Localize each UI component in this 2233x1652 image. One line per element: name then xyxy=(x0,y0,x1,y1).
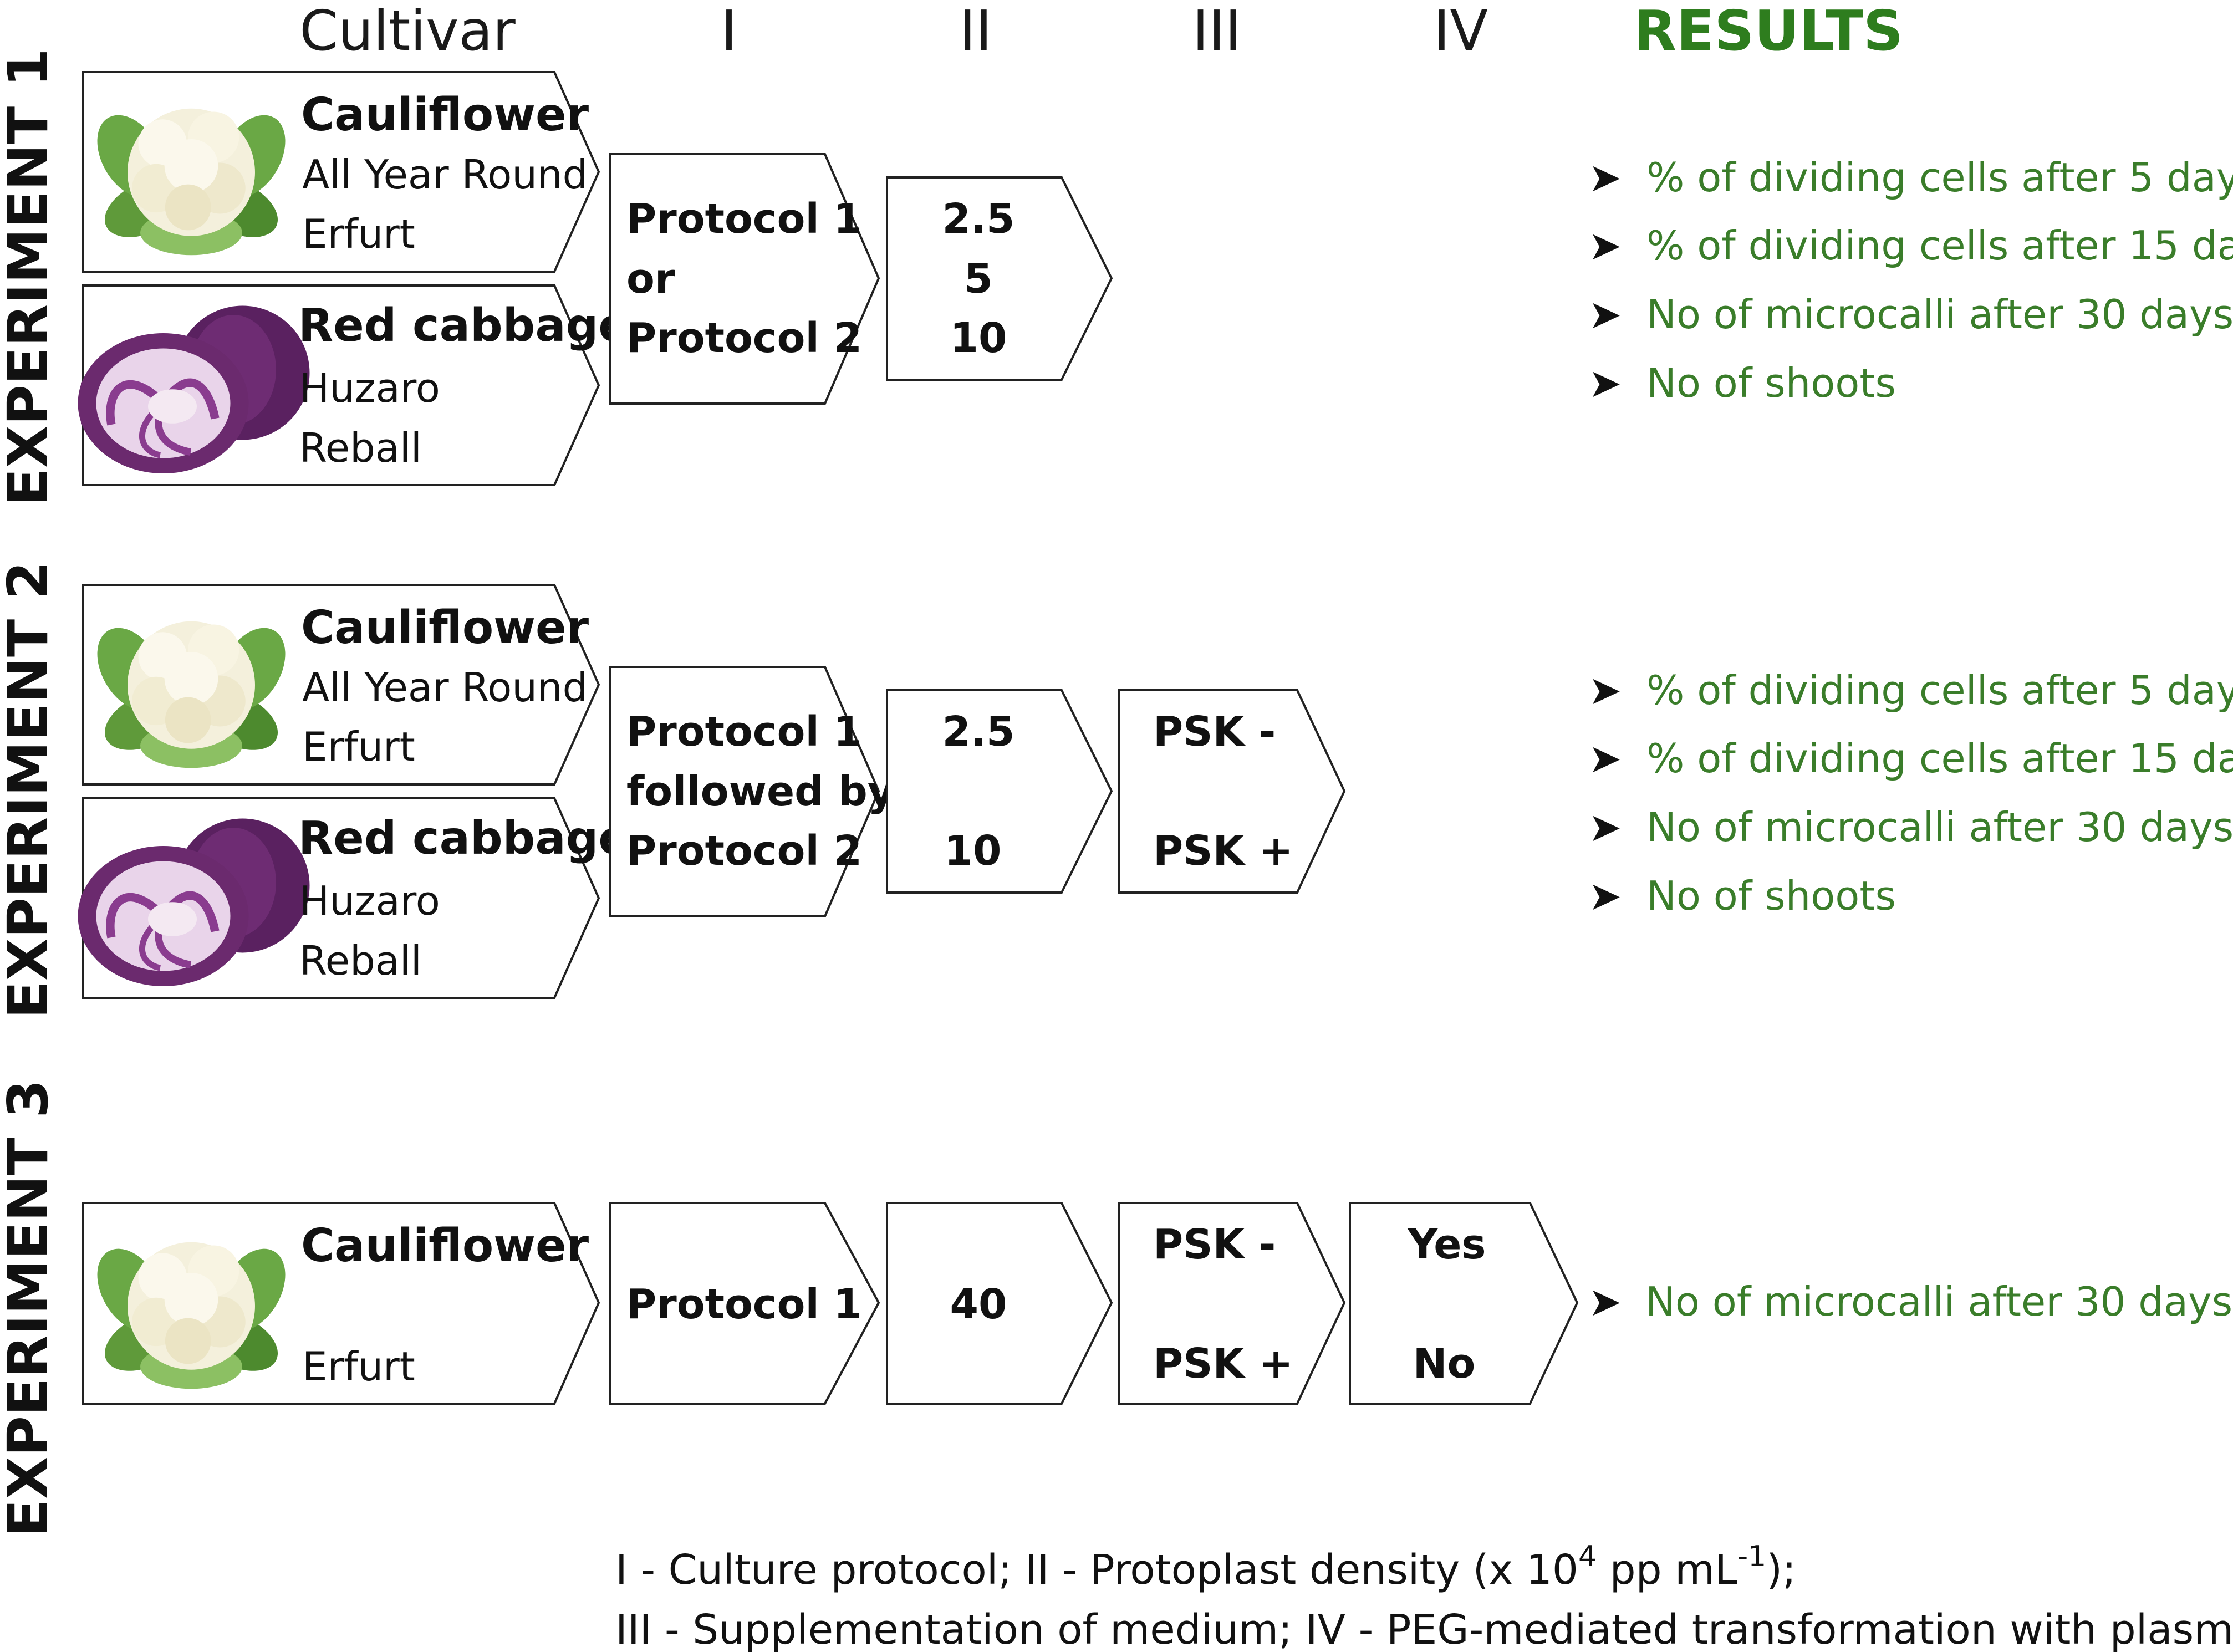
results-list: ➤ % of dividing cells after 5 days ➤ % o… xyxy=(1588,154,2233,406)
supplement-value: PSK - xyxy=(1153,1221,1276,1268)
legend-caption: I - Culture protocol; II - Protoplast de… xyxy=(615,1540,2233,1652)
transformation-value: No xyxy=(1413,1340,1476,1388)
cultivar-box-red-cabbage: Red cabbage Huzaro Reball xyxy=(78,284,629,486)
crop-name: Cauliflower xyxy=(301,89,589,141)
arrow-icon: ➤ xyxy=(1588,360,1622,406)
result-item: No of shoots xyxy=(1646,360,1896,406)
experiment-2: EXPERIMENT 2 Cauliflower All Year Round … xyxy=(0,561,2233,1018)
density-value: 2.5 xyxy=(942,195,1014,243)
cauliflower-image xyxy=(83,1237,299,1389)
results-list: ➤ % of dividing cells after 5 days ➤ % o… xyxy=(1588,667,2233,919)
caption-line-2: III - Supplementation of medium; IV - PE… xyxy=(615,1606,2233,1652)
step-1-line: Protocol 1 xyxy=(626,708,862,756)
result-item: % of dividing cells after 5 days xyxy=(1646,667,2233,713)
step-1-line: Protocol 1 xyxy=(626,1281,862,1328)
supplement-value: PSK - xyxy=(1153,708,1276,756)
arrow-icon: ➤ xyxy=(1588,873,1622,919)
crop-name: Red cabbage xyxy=(298,812,629,865)
arrow-icon: ➤ xyxy=(1588,804,1622,850)
experiment-3-label: EXPERIMENT 3 xyxy=(0,1079,60,1537)
result-item: % of dividing cells after 15 days xyxy=(1646,222,2233,269)
supplement-value: PSK + xyxy=(1153,1340,1293,1388)
result-item: No of shoots xyxy=(1646,873,1896,919)
density-value: 2.5 xyxy=(942,708,1014,756)
step-4-box: Yes No xyxy=(1349,1202,1579,1405)
variety-label: Erfurt xyxy=(302,211,415,257)
step-1-line: Protocol 1 xyxy=(626,195,862,243)
density-value: 40 xyxy=(950,1281,1007,1328)
result-item: % of dividing cells after 15 days xyxy=(1646,735,2233,782)
step-1-line: followed by xyxy=(626,768,894,815)
crop-name: Cauliflower xyxy=(301,601,589,654)
experiment-2-label: EXPERIMENT 2 xyxy=(0,561,60,1018)
cultivar-box-cauliflower: Cauliflower All Year Round Erfurt xyxy=(82,584,600,786)
column-headers: Cultivar I II III IV RESULTS xyxy=(299,0,1903,63)
header-results: RESULTS xyxy=(1634,0,1903,63)
cultivar-box-red-cabbage: Red cabbage Huzaro Reball xyxy=(78,797,629,999)
cultivar-box-cauliflower: Cauliflower All Year Round Erfurt xyxy=(82,71,600,273)
header-col-4: IV xyxy=(1434,0,1488,63)
caption-line-1: I - Culture protocol; II - Protoplast de… xyxy=(615,1540,1796,1594)
step-2-box: 2.5 10 xyxy=(886,689,1113,894)
arrow-icon: ➤ xyxy=(1588,1278,1622,1325)
variety-label: Huzaro xyxy=(299,878,440,924)
variety-label: All Year Round xyxy=(302,664,588,711)
variety-label: Erfurt xyxy=(302,723,415,770)
step-3-box: PSK - PSK + xyxy=(1118,689,1346,894)
step-1-line: Protocol 2 xyxy=(626,827,862,875)
step-3-box: PSK - PSK + xyxy=(1118,1202,1346,1405)
header-col-3: III xyxy=(1192,0,1241,63)
cultivar-box-cauliflower: Cauliflower Erfurt xyxy=(82,1202,600,1405)
result-item: No of microcalli after 30 days xyxy=(1646,291,2233,338)
crop-name: Red cabbage xyxy=(298,299,629,352)
experiment-1: EXPERIMENT 1 Cauliflower All Year Round … xyxy=(0,48,2233,506)
results-list: ➤ No of microcalli after 30 days xyxy=(1588,1278,2232,1325)
step-2-box: 2.5 5 10 xyxy=(886,176,1113,381)
transformation-value: Yes xyxy=(1407,1221,1486,1268)
density-value: 5 xyxy=(964,255,993,303)
step-1-box: Protocol 1 followed by Protocol 2 xyxy=(609,666,894,917)
step-2-box: 40 xyxy=(886,1202,1113,1405)
header-cultivar: Cultivar xyxy=(299,0,516,63)
header-col-1: I xyxy=(721,0,737,63)
arrow-icon: ➤ xyxy=(1588,154,1622,201)
result-item: % of dividing cells after 5 days xyxy=(1646,154,2233,201)
variety-label: Reball xyxy=(299,425,422,471)
arrow-icon: ➤ xyxy=(1588,667,1622,713)
step-1-line: Protocol 2 xyxy=(626,314,862,362)
variety-label: All Year Round xyxy=(302,151,588,198)
step-1-line: or xyxy=(626,255,675,303)
experiment-3: EXPERIMENT 3 Cauliflower Erfurt Protocol… xyxy=(0,1079,2232,1537)
variety-label: Huzaro xyxy=(299,365,440,411)
cauliflower-image xyxy=(83,616,299,768)
step-1-box: Protocol 1 or Protocol 2 xyxy=(609,153,880,405)
crop-name: Cauliflower xyxy=(301,1220,589,1272)
result-item: No of microcalli after 30 days xyxy=(1645,1278,2232,1325)
step-1-box: Protocol 1 xyxy=(609,1202,880,1405)
supplement-value: PSK + xyxy=(1153,827,1293,875)
density-value: 10 xyxy=(950,314,1007,362)
arrow-icon: ➤ xyxy=(1588,735,1622,782)
result-item: No of microcalli after 30 days xyxy=(1646,804,2233,850)
variety-label: Reball xyxy=(299,937,422,984)
arrow-icon: ➤ xyxy=(1588,291,1622,338)
density-value: 10 xyxy=(945,827,1002,875)
arrow-icon: ➤ xyxy=(1588,222,1622,269)
experiment-1-label: EXPERIMENT 1 xyxy=(0,48,60,506)
header-col-2: II xyxy=(960,0,992,63)
cauliflower-image xyxy=(83,103,299,256)
variety-label: Erfurt xyxy=(302,1343,415,1390)
